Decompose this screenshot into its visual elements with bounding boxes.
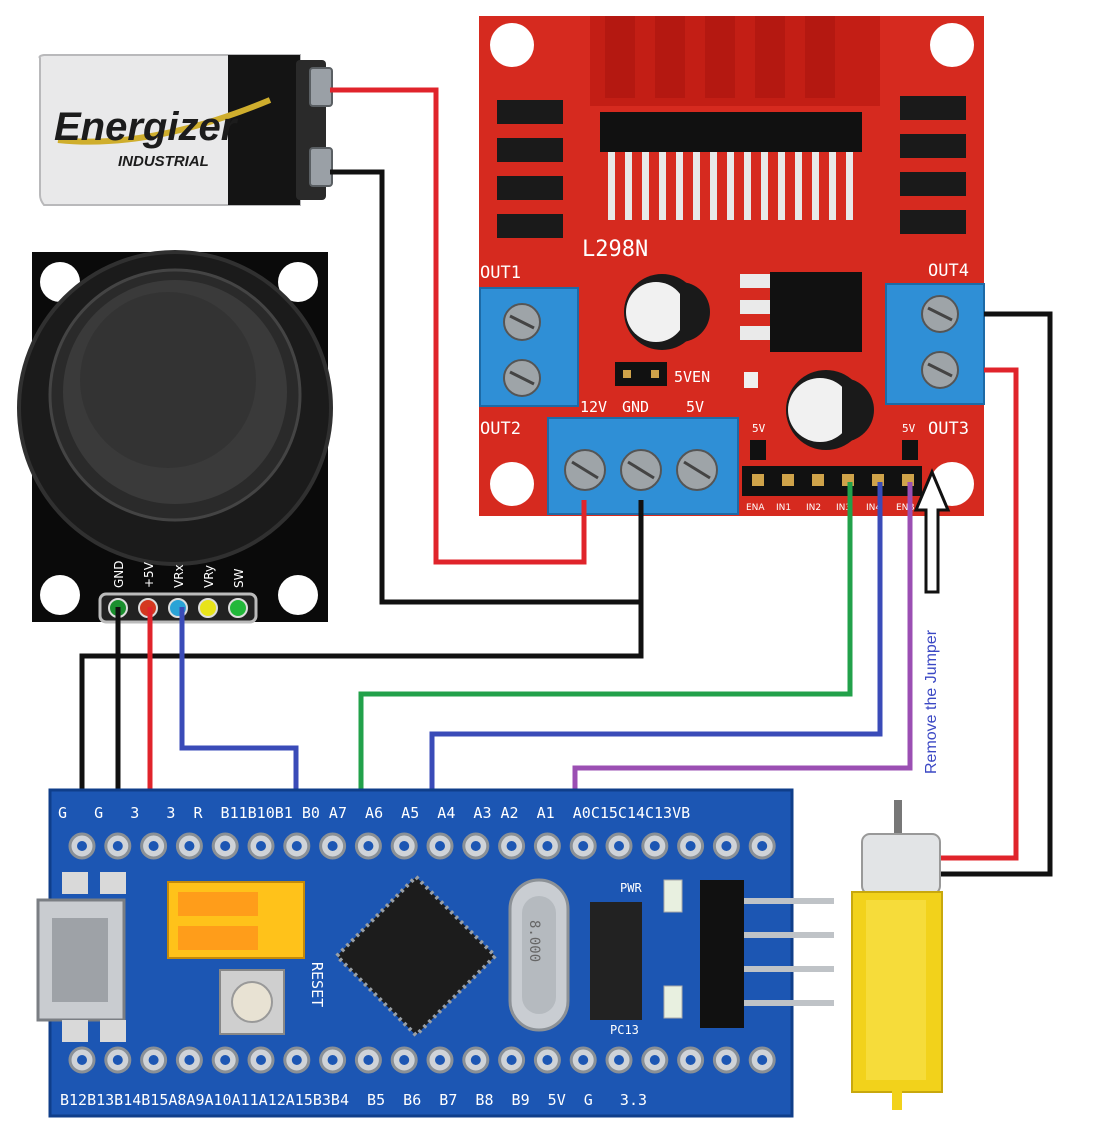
control-pin-ena xyxy=(752,474,764,486)
terminal-out1-out2 xyxy=(479,287,579,407)
chip-leg xyxy=(846,152,853,220)
chip-leg xyxy=(761,152,768,220)
battery-brand: Energizer xyxy=(54,105,239,149)
joystick-pin-label: +5V xyxy=(142,561,156,588)
pc13-label: PC13 xyxy=(610,1023,639,1037)
chip-leg xyxy=(812,152,819,220)
wire-battery-positive xyxy=(330,87,587,565)
chip-leg xyxy=(727,152,734,220)
ldo-regulator xyxy=(590,902,642,1020)
joystick-pin-label: GND xyxy=(112,560,126,588)
joystick-pin-label: VRy xyxy=(202,565,216,588)
label-out3: OUT3 xyxy=(928,419,969,439)
joystick-pin-vry xyxy=(198,598,218,618)
chip-leg xyxy=(642,152,649,220)
battery-9v: Energizer INDUSTRIAL xyxy=(38,54,333,206)
l298n-driver-board: L298N 5VEN OUT1 OUT2 OUT4 OUT3 xyxy=(479,16,985,516)
wire-out4-motor xyxy=(940,311,1053,877)
label-5ven: 5VEN xyxy=(674,368,710,386)
top-pin-labels: G G 3 3 R B11B10B1 B0 A7 A6 A5 A4 A3 A2 … xyxy=(58,804,690,822)
label-5v-left: 5V xyxy=(752,422,766,435)
control-pin-label: ENA xyxy=(746,503,765,513)
driver-model: L298N xyxy=(582,237,648,262)
label-gnd: GND xyxy=(622,398,649,416)
chip-leg xyxy=(676,152,683,220)
control-pin-label: ENB xyxy=(896,503,915,513)
control-pin-label: IN1 xyxy=(776,503,791,513)
chip-leg xyxy=(710,152,717,220)
remove-jumper-annotation: Remove the Jumper xyxy=(913,468,951,774)
wire-gnd-to-stm32 xyxy=(79,600,644,845)
chip-leg xyxy=(659,152,666,220)
reset-button[interactable] xyxy=(219,969,285,1035)
crystal: 8.000 xyxy=(508,878,570,1032)
chip-leg xyxy=(829,152,836,220)
chip-leg xyxy=(778,152,785,220)
heatsink xyxy=(590,16,880,220)
mount-hole xyxy=(278,575,318,615)
diodes-left xyxy=(497,100,563,238)
mount-hole xyxy=(40,575,80,615)
chip-leg xyxy=(625,152,632,220)
chip-leg xyxy=(608,152,615,220)
terminal-power xyxy=(547,417,739,515)
diodes-right xyxy=(900,96,966,234)
control-header xyxy=(742,466,922,496)
joystick-pin-sw xyxy=(228,598,248,618)
label-12v: 12V xyxy=(580,398,607,416)
swd-header xyxy=(700,880,834,1028)
label-out4: OUT4 xyxy=(928,261,969,281)
arrow-icon xyxy=(913,468,951,594)
annotation-text: Remove the Jumper xyxy=(923,629,940,774)
control-pin-in1 xyxy=(782,474,794,486)
usb-port xyxy=(36,872,126,1042)
control-pin-label: IN3 xyxy=(836,503,851,513)
control-pin-label: IN2 xyxy=(806,503,821,513)
label-out2: OUT2 xyxy=(480,419,521,439)
stm32-blue-pill: G G 3 3 R B11B10B1 B0 A7 A6 A5 A4 A3 A2 … xyxy=(36,788,834,1118)
battery-line: INDUSTRIAL xyxy=(118,153,209,170)
pwr-label: PWR xyxy=(620,881,642,895)
wire-battery-negative xyxy=(330,169,644,605)
wire-in3 xyxy=(358,482,853,845)
mount-hole xyxy=(278,262,318,302)
wire-out3-motor xyxy=(940,367,1019,861)
jumper-5ven[interactable] xyxy=(615,362,667,386)
dc-gear-motor xyxy=(851,800,943,1110)
reset-label: RESET xyxy=(308,962,326,1007)
mcu-chip xyxy=(333,873,499,1039)
chip-leg xyxy=(744,152,751,220)
bottom-pin-labels: B12B13B14B15A8A9A10A11A12A15B3B4 B5 B6 B… xyxy=(60,1091,647,1109)
chip-leg xyxy=(795,152,802,220)
label-5v-right: 5V xyxy=(902,422,916,435)
label-out1: OUT1 xyxy=(480,263,521,283)
crystal-label: 8.000 xyxy=(526,920,542,962)
joystick-pin-label: VRx xyxy=(172,564,186,588)
chip-leg xyxy=(693,152,700,220)
voltage-regulator xyxy=(740,272,862,352)
power-led xyxy=(663,879,683,913)
boot-jumpers[interactable] xyxy=(167,881,305,959)
terminal-out3-out4 xyxy=(885,283,985,405)
pc13-led xyxy=(663,985,683,1019)
control-pin-label: IN4 xyxy=(866,503,881,513)
label-5v: 5V xyxy=(686,398,704,416)
joystick-module: GND +5V VRx VRy SW xyxy=(17,250,333,624)
joystick-pin-label: SW xyxy=(232,568,246,588)
control-pin-in2 xyxy=(812,474,824,486)
